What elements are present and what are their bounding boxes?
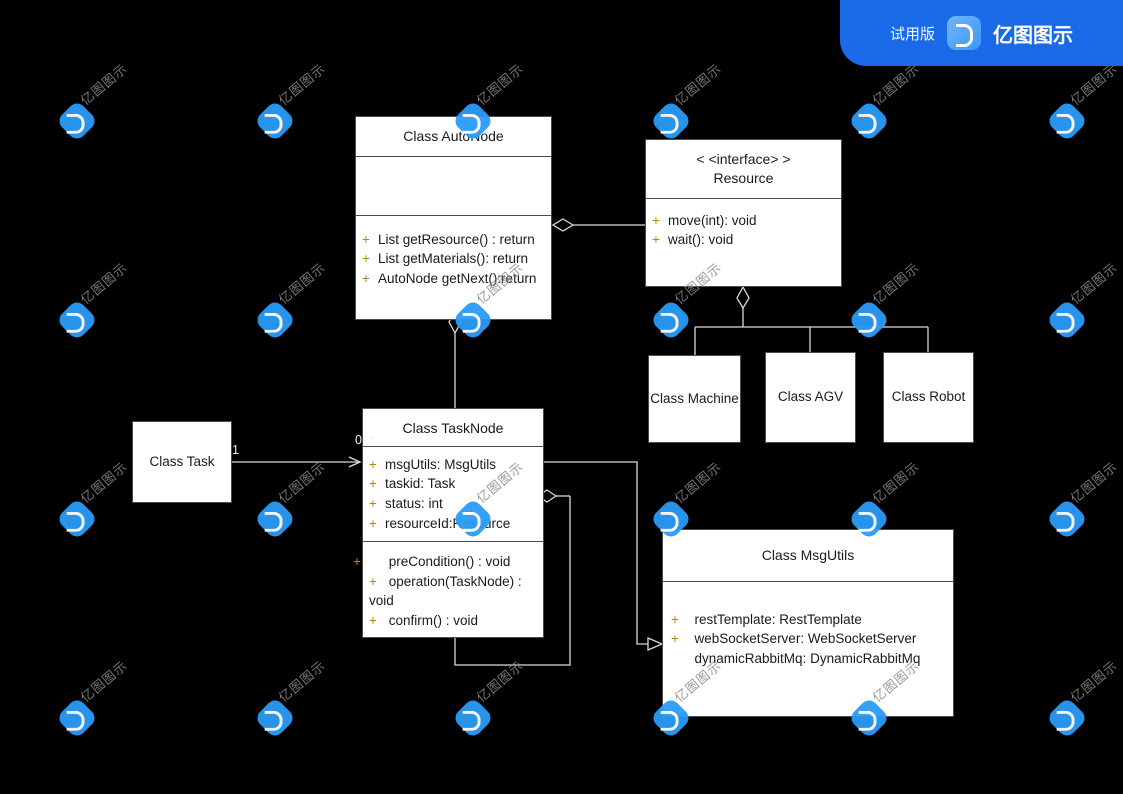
member-text: restTemplate: RestTemplate — [694, 611, 862, 627]
visibility-marker: + — [652, 212, 660, 228]
methods-compartment-resource: + move(int): void + wait(): void — [646, 199, 841, 258]
trial-banner[interactable]: 试用版 亿图图示 — [840, 0, 1123, 66]
class-member: + AutoNode getNext():return — [362, 269, 545, 289]
multiplicity-source-task: 1 — [232, 443, 239, 457]
member-text: move(int): void — [668, 212, 757, 228]
compartment-divider — [356, 214, 551, 216]
class-member: + restTemplate: RestTemplate — [671, 610, 945, 630]
relationship-resource-subclasses — [694, 285, 929, 355]
class-member: + operation(TaskNode) : void — [369, 572, 537, 611]
member-text: status: int — [385, 496, 443, 512]
visibility-marker: + — [671, 631, 679, 647]
class-member: + confirm() : void — [369, 611, 537, 631]
attributes-compartment-msg-utils: + restTemplate: RestTemplate + webSocket… — [663, 582, 953, 697]
relationship-autonode-tasknode — [448, 309, 462, 408]
class-member: + status: int — [369, 494, 537, 514]
visibility-marker: + — [369, 476, 377, 492]
visibility-marker: + — [362, 231, 370, 247]
compartment-divider — [363, 541, 543, 543]
class-member: + List getMaterials(): return — [362, 249, 545, 269]
visibility-marker: + — [671, 611, 679, 627]
class-member: + List getResource() : return — [362, 230, 545, 250]
multiplicity-target-task-node: 0..* — [355, 433, 374, 447]
compartment-divider — [356, 155, 551, 157]
class-member: + preCondition() : void — [353, 552, 537, 572]
member-text: operation(TaskNode) : void — [369, 573, 522, 609]
visibility-marker: + — [362, 251, 370, 267]
visibility-marker: + — [652, 232, 660, 248]
member-text: AutoNode getNext():return — [378, 271, 537, 287]
member-text: confirm() : void — [388, 612, 479, 628]
member-text: wait(): void — [668, 232, 734, 248]
visibility-marker: + — [369, 496, 377, 512]
class-box-robot[interactable]: Class Robot — [883, 352, 974, 443]
class-title-msg-utils: Class MsgUtils — [761, 547, 855, 563]
class-title-resource: < <interface> > Resource — [646, 140, 841, 198]
member-text: taskid: Task — [385, 476, 456, 492]
member-text: webSocketServer: WebSocketServer — [694, 631, 917, 647]
methods-compartment-auto-node: + List getResource() : return + List getMa… — [356, 216, 551, 297]
relationship-tasknode-msgutils — [544, 461, 662, 644]
class-box-resource[interactable]: < <interface> > Resource + move(int): voi… — [645, 139, 842, 287]
class-box-task[interactable]: Class Task — [132, 421, 232, 503]
member-text: msgUtils: MsgUtils — [385, 456, 497, 472]
class-member: + webSocketServer: WebSocketServer — [671, 629, 945, 649]
member-text: dynamicRabbitMq: DynamicRabbitMq — [694, 651, 921, 667]
class-box-agv[interactable]: Class AGV — [765, 352, 856, 443]
class-member: + taskid: Task — [369, 474, 537, 494]
class-box-msg-utils[interactable]: Class MsgUtils + restTemplate: RestTempl… — [662, 529, 954, 717]
class-member: + msgUtils: MsgUtils — [369, 455, 537, 475]
trial-label: 试用版 — [889, 24, 935, 43]
class-title-machine: Class Machine — [650, 390, 739, 406]
member-text: resourceId:Resource — [385, 515, 511, 531]
class-member: + move(int): void — [652, 211, 835, 231]
visibility-marker: + — [369, 515, 377, 531]
class-box-task-node[interactable]: Class TaskNode + msgUtils: MsgUtils + task… — [353, 408, 544, 640]
brand-name: 亿图图示 — [993, 22, 1073, 47]
class-title-auto-node: Class AutoNode — [403, 128, 504, 144]
class-member: + resourceId:Resource — [369, 514, 537, 534]
compartment-divider — [663, 580, 953, 582]
member-text: List getMaterials(): return — [378, 251, 529, 267]
class-box-auto-node[interactable]: Class AutoNode + List getResource() : ret… — [355, 116, 552, 320]
class-title-agv: Class AGV — [777, 389, 844, 405]
edraw-logo-icon — [947, 16, 981, 50]
visibility-marker: + — [369, 573, 377, 589]
class-member: dynamicRabbitMq: DynamicRabbitMq — [671, 649, 945, 669]
methods-compartment-task-node: + preCondition() : void + operation(Task… — [353, 542, 543, 640]
compartment-divider — [646, 197, 841, 199]
class-box-machine[interactable]: Class Machine — [648, 355, 741, 443]
attributes-compartment-auto-node — [356, 157, 551, 215]
class-title-task-node: Class TaskNode — [402, 420, 504, 436]
class-member: + wait(): void — [652, 230, 835, 250]
class-title-task: Class Task — [149, 453, 215, 469]
attributes-compartment-task-node: + msgUtils: MsgUtils + taskid: Task + statu… — [363, 447, 543, 541]
member-text: preCondition() : void — [388, 554, 511, 570]
stereotype-label: < <interface> > — [696, 151, 791, 167]
visibility-marker: + — [369, 456, 377, 472]
visibility-marker: + — [353, 554, 361, 570]
class-title-robot: Class Robot — [891, 389, 966, 405]
visibility-marker: + — [369, 612, 377, 628]
interface-name: Resource — [713, 169, 774, 186]
member-text: List getResource() : return — [378, 231, 535, 247]
compartment-divider — [363, 445, 543, 447]
relationship-autonode-resource — [551, 218, 645, 232]
visibility-marker: + — [362, 271, 370, 287]
